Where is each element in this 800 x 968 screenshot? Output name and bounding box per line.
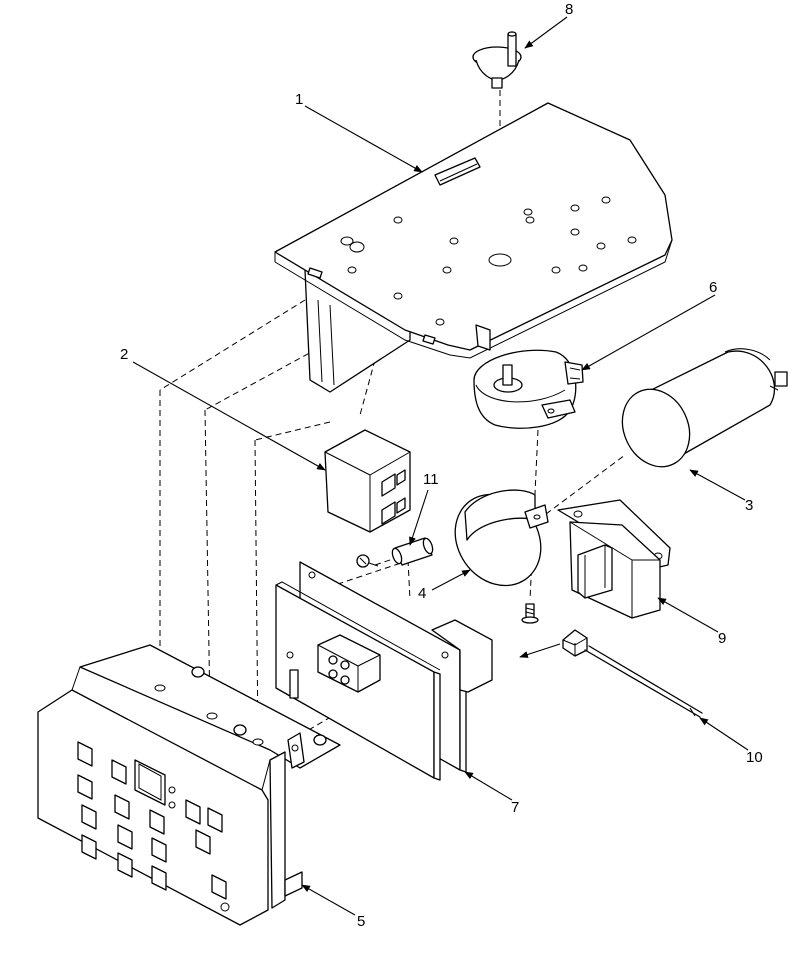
callout-5: 5 [357,913,365,930]
circuit-board [275,561,493,781]
capacitor [621,348,788,468]
relay-block [324,429,411,533]
keypad-buttons [77,741,227,900]
callout-6: 6 [709,279,717,296]
callout-7: 7 [511,799,519,816]
callout-3: 3 [745,497,753,514]
callout-4: 4 [418,585,426,602]
chassis-plate [274,102,673,393]
callout-9: 9 [718,630,726,647]
callout-2: 2 [120,346,128,363]
callout-8: 8 [565,1,573,18]
sensor-cable [562,629,703,718]
control-panel-housing [37,644,341,926]
transformer [557,499,671,619]
band-clamp [454,489,549,587]
callout-11: 11 [423,471,439,488]
leader-lines [132,16,749,916]
mount-screw [521,603,539,624]
callout-10: 10 [746,749,763,766]
turntable-motor [473,349,584,429]
callout-labels: 1 2 3 4 5 6 7 8 9 10 11 [120,1,763,930]
fuse-part [356,537,434,568]
coupler-part [472,31,522,89]
callout-1: 1 [295,91,303,108]
